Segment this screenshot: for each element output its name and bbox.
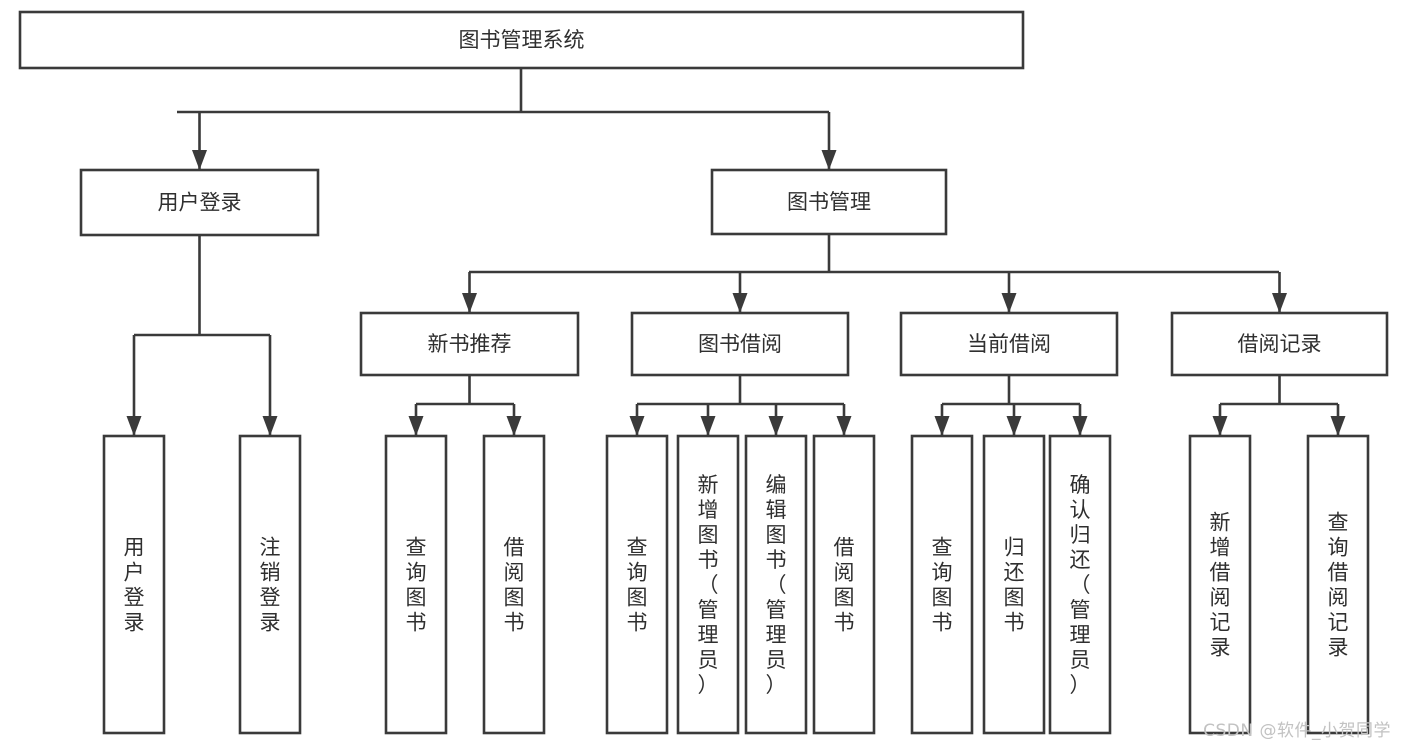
node-function-查询图书[interactable]: 查询图书 [605,434,669,735]
arrow-head-icon [1006,416,1022,436]
node-layer: 图书管理系统用户登录图书管理新书推荐图书借阅当前借阅借阅记录用户登录注销登录查询… [18,10,1389,735]
node-function-查询图书-box[interactable] [384,434,448,735]
arrow-head-icon [192,150,207,170]
node-function-注销登录-box[interactable] [238,434,302,735]
node-function-编辑图书（管理员）-box[interactable] [744,434,808,735]
node-submodule-图书借阅-label: 图书借阅 [698,332,782,356]
arrow-head-icon [821,150,837,170]
node-module-图书管理-box[interactable] [710,168,948,236]
node-module-图书管理-label: 图书管理 [787,190,871,214]
node-submodule-当前借阅[interactable]: 当前借阅 [899,311,1119,377]
arrow-head-icon [629,416,645,436]
node-function-用户登录-box[interactable] [102,434,166,735]
node-module-图书管理[interactable]: 图书管理 [710,168,948,236]
node-submodule-借阅记录-box[interactable] [1170,311,1389,377]
node-function-借阅图书-label: 借阅图书 [504,536,525,635]
node-function-新增借阅记录[interactable]: 新增借阅记录 [1188,434,1252,735]
node-function-新增借阅记录-label: 新增借阅记录 [1210,511,1231,660]
node-submodule-图书借阅-box[interactable] [630,311,850,377]
arrow-head-icon [506,416,522,436]
node-function-查询图书-label: 查询图书 [406,536,427,635]
node-submodule-图书借阅[interactable]: 图书借阅 [630,311,850,377]
node-function-确认归还（管理员）-label: 确认归还（管理员） [1070,473,1091,697]
arrow-head-icon [1001,293,1017,313]
node-function-借阅图书[interactable]: 借阅图书 [482,434,546,735]
node-function-查询借阅记录[interactable]: 查询借阅记录 [1306,434,1370,735]
node-module-用户登录-box[interactable] [79,168,320,237]
arrow-head-icon [934,416,950,436]
arrow-head-icon [732,293,748,313]
node-module-用户登录[interactable]: 用户登录 [79,168,320,237]
arrow-head-icon [1330,416,1346,436]
node-submodule-当前借阅-box[interactable] [899,311,1119,377]
arrow-head-icon [408,416,424,436]
node-function-归还图书[interactable]: 归还图书 [982,434,1046,735]
arrow-head-icon [836,416,852,436]
node-function-借阅图书[interactable]: 借阅图书 [812,434,876,735]
arrow-head-icon [700,416,716,436]
node-submodule-借阅记录-label: 借阅记录 [1238,332,1322,356]
node-function-查询图书-box[interactable] [605,434,669,735]
node-function-归还图书-label: 归还图书 [1004,536,1025,635]
node-function-用户登录[interactable]: 用户登录 [102,434,166,735]
node-root-图书管理系统-label: 图书管理系统 [459,28,585,52]
node-function-借阅图书-box[interactable] [812,434,876,735]
node-function-查询借阅记录-label: 查询借阅记录 [1328,511,1349,660]
node-submodule-新书推荐-box[interactable] [359,311,580,377]
node-function-查询借阅记录-box[interactable] [1306,434,1370,735]
node-root-图书管理系统[interactable]: 图书管理系统 [18,10,1025,70]
node-function-编辑图书（管理员）[interactable]: 编辑图书（管理员） [744,434,808,735]
node-function-归还图书-box[interactable] [982,434,1046,735]
node-submodule-当前借阅-label: 当前借阅 [967,332,1051,356]
arrow-head-icon [1272,293,1287,313]
node-submodule-新书推荐-label: 新书推荐 [428,332,512,356]
node-function-查询图书-box[interactable] [910,434,974,735]
node-function-新增图书（管理员）-label: 新增图书（管理员） [698,473,719,697]
node-function-用户登录-label: 用户登录 [124,536,145,635]
node-function-借阅图书-box[interactable] [482,434,546,735]
node-function-注销登录[interactable]: 注销登录 [238,434,302,735]
node-function-借阅图书-label: 借阅图书 [834,536,855,635]
node-function-注销登录-label: 注销登录 [260,536,281,635]
node-root-图书管理系统-box[interactable] [18,10,1025,70]
node-function-查询图书-label: 查询图书 [627,536,648,635]
node-submodule-新书推荐[interactable]: 新书推荐 [359,311,580,377]
node-function-查询图书[interactable]: 查询图书 [910,434,974,735]
node-submodule-借阅记录[interactable]: 借阅记录 [1170,311,1389,377]
node-function-编辑图书（管理员）-label: 编辑图书（管理员） [766,473,787,697]
arrow-head-icon [126,416,142,436]
csdn-watermark: CSDN @软件_小贺同学 [1203,721,1391,741]
node-module-用户登录-label: 用户登录 [158,191,242,215]
node-function-查询图书[interactable]: 查询图书 [384,434,448,735]
node-function-新增图书（管理员）[interactable]: 新增图书（管理员） [676,434,740,735]
node-function-新增图书（管理员）-box[interactable] [676,434,740,735]
arrow-head-icon [262,416,278,436]
node-function-新增借阅记录-box[interactable] [1188,434,1252,735]
connector-layer [126,68,1346,436]
arrow-head-icon [1212,416,1228,436]
node-function-确认归还（管理员）-box[interactable] [1048,434,1112,735]
node-function-查询图书-label: 查询图书 [932,536,953,635]
node-function-确认归还（管理员）[interactable]: 确认归还（管理员） [1048,434,1112,735]
arrow-head-icon [1072,416,1088,436]
arrow-head-icon [768,416,784,436]
arrow-head-icon [462,293,477,313]
